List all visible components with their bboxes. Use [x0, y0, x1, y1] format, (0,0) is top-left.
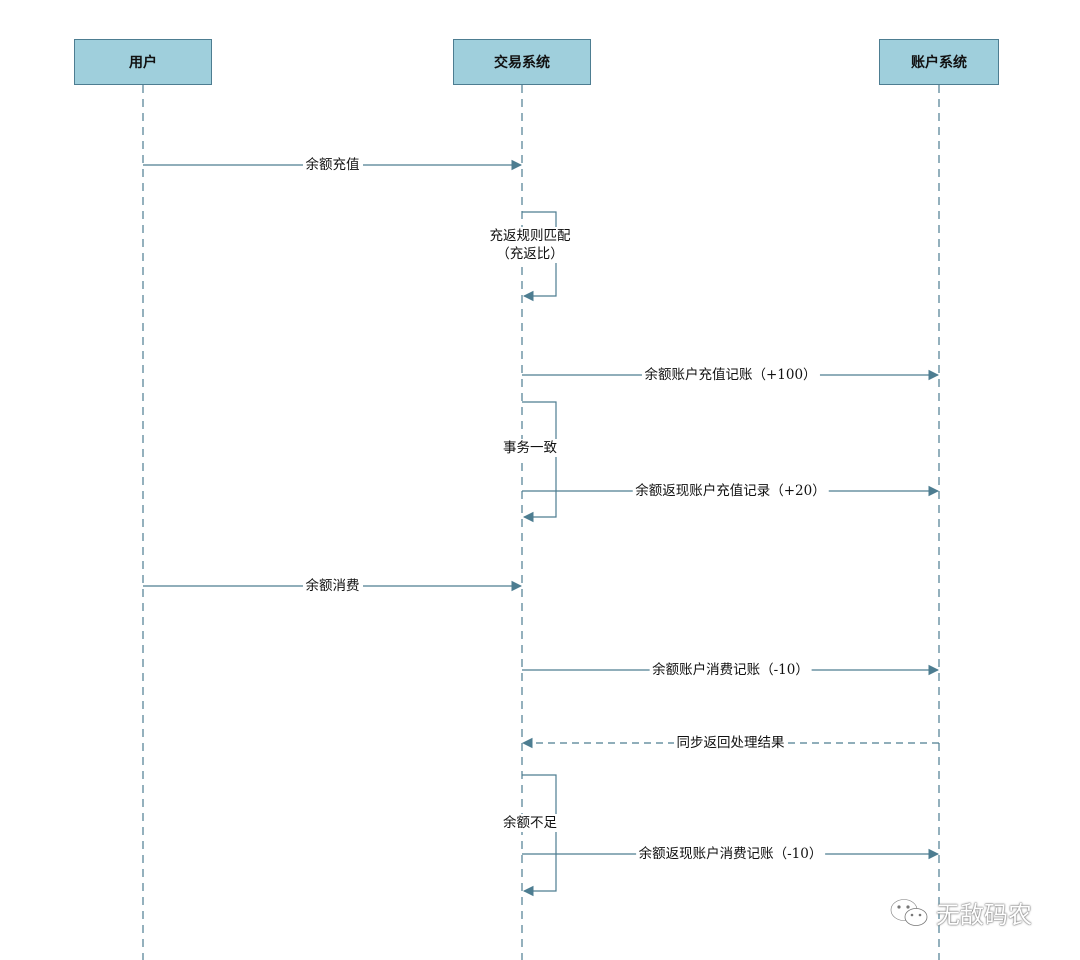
- self-message-label: 充返规则匹配 （充返比）: [487, 227, 573, 263]
- message-label: 余额消费: [302, 578, 363, 594]
- actor-trade: 交易系统: [453, 39, 591, 85]
- actor-account: 账户系统: [879, 39, 999, 85]
- message-label: 余额返现账户消费记账（-10）: [635, 846, 826, 862]
- self-message-line: 事务一致: [503, 440, 557, 456]
- message-label: 余额账户消费记账（-10）: [649, 662, 812, 678]
- actor-label: 交易系统: [494, 55, 550, 71]
- actor-label: 用户: [129, 55, 157, 71]
- self-message-line: 充返规则匹配: [489, 228, 571, 244]
- watermark: 无敌码农: [888, 895, 1032, 930]
- self-message-label: 事务一致: [501, 439, 559, 457]
- self-message-line: 余额不足: [503, 815, 557, 831]
- self-message-label: 余额不足: [501, 814, 559, 832]
- message-label: 余额账户充值记账（+100）: [641, 367, 820, 383]
- actor-label: 账户系统: [911, 55, 967, 71]
- message-label: 同步返回处理结果: [673, 735, 788, 751]
- watermark-text: 无敌码农: [936, 901, 1032, 929]
- wechat-icon: [890, 898, 928, 926]
- self-message-arrow: [522, 774, 557, 897]
- self-message-line: （充返比）: [496, 246, 564, 262]
- message-label: 余额充值: [302, 157, 363, 173]
- message-label: 余额返现账户充值记录（+20）: [632, 483, 829, 499]
- actor-user: 用户: [74, 39, 212, 85]
- self-message-arrow: [522, 401, 557, 523]
